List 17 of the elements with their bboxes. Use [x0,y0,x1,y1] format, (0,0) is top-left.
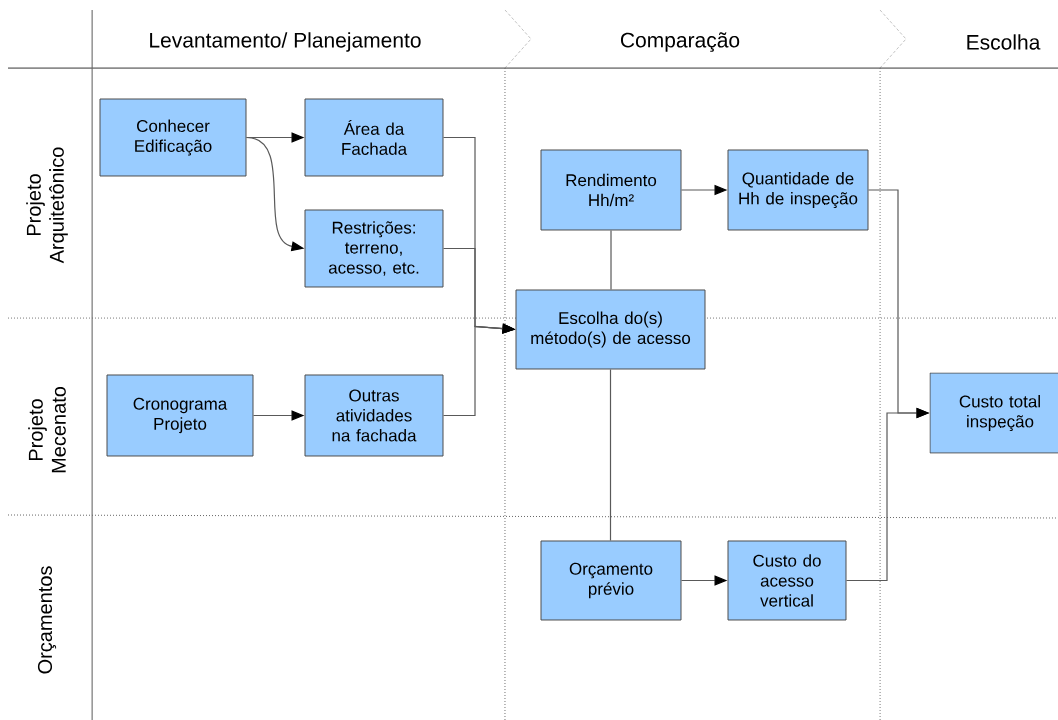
row-header: Projeto Mecenato [28,386,66,473]
process-box: Orçamento prévio [540,540,682,621]
process-box: Área da Fachada [304,98,444,177]
process-box: Custo do acesso vertical [727,540,847,621]
process-box: Restrições: terreno, acesso, etc. [304,209,444,288]
column-header: Comparação [620,32,740,52]
process-box: Outras atividades na fachada [304,374,444,457]
row-header: Orçamentos [37,566,57,674]
process-box: Cronograma Projeto [106,374,254,457]
column-header: Levantamento/ Planejamento [150,32,421,52]
process-box: Conhecer Edificação [99,98,247,177]
row-header: Projeto Arquitetônico [26,147,68,264]
column-header: Escolha [967,34,1041,50]
process-box: Escolha do(s) método(s) de acesso [515,289,706,370]
process-box: Quantidade de Hh de inspeção [727,149,869,231]
process-box: Custo total inspeção [929,372,1058,454]
process-box: Rendimento Hh/m² [540,149,682,231]
